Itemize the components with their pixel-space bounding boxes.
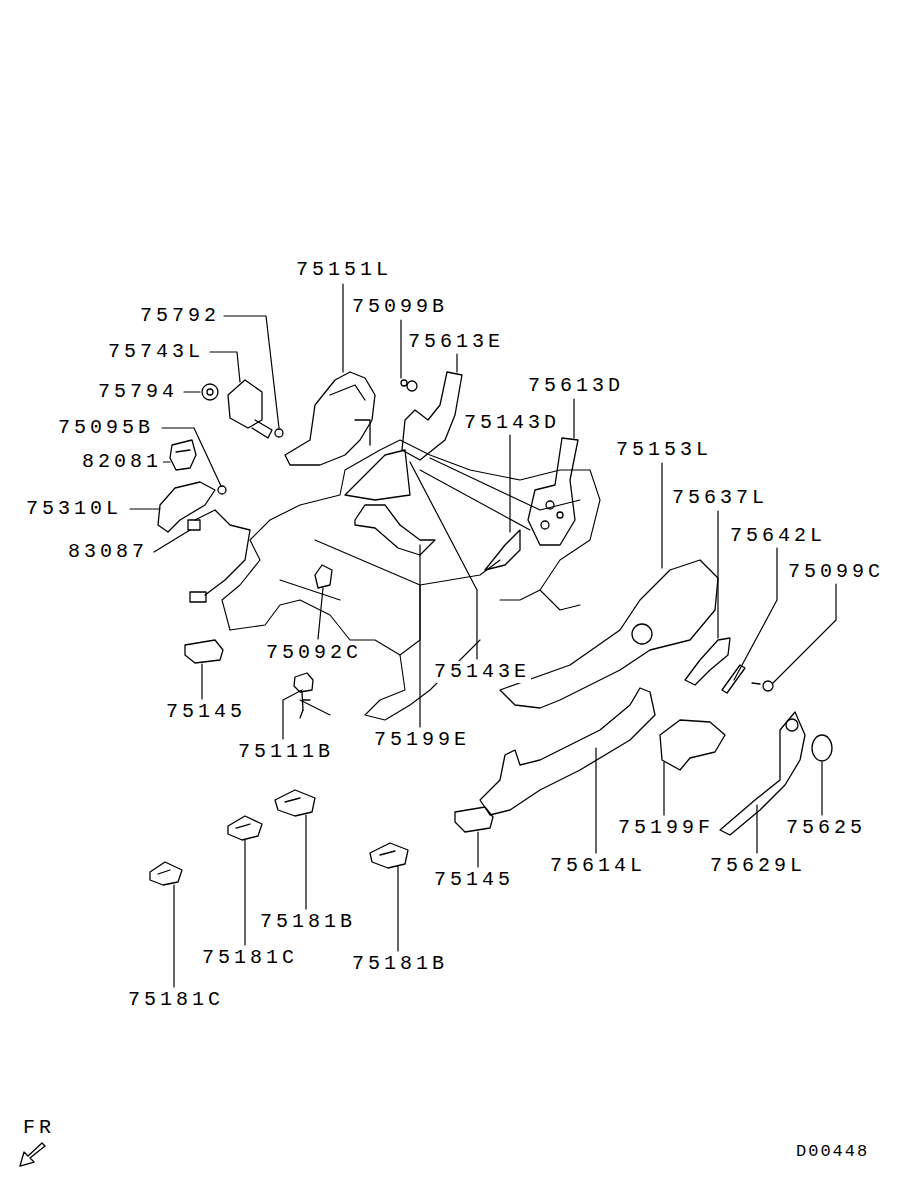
callout-number: 75151L <box>295 259 393 281</box>
callout-number: 75099B <box>351 296 449 318</box>
callout-number: 75613D <box>527 375 625 397</box>
callout-number: 75637L <box>671 487 769 509</box>
callout-number: 75099C <box>787 561 885 583</box>
leader-lines <box>130 284 836 987</box>
callout-number: 75111B <box>237 741 335 763</box>
callout-number: 75614L <box>549 855 647 877</box>
callout-number: 75613E <box>407 331 505 353</box>
callout-number: 75629L <box>709 855 807 877</box>
callout-number: 75181C <box>127 989 225 1011</box>
callout-number: 75143D <box>463 412 561 434</box>
callout-number: 75143E <box>433 661 531 683</box>
callout-number: 75625 <box>785 817 867 839</box>
figure-code: D00448 <box>795 1141 870 1163</box>
callout-number: 82081 <box>81 451 163 473</box>
callout-number: 75743L <box>107 341 205 363</box>
callout-number: 75145 <box>165 701 247 723</box>
callout-number: 75794 <box>97 381 179 403</box>
callout-number: 75181B <box>351 953 449 975</box>
callout-number: 75199F <box>617 817 715 839</box>
callout-number: 75181B <box>259 911 357 933</box>
callout-number: 75145 <box>433 869 515 891</box>
callout-number: 75199E <box>373 729 471 751</box>
direction-label: FR <box>22 1117 56 1139</box>
callout-number: 75642L <box>729 525 827 547</box>
callout-number: 75153L <box>615 439 713 461</box>
callout-number: 83087 <box>67 541 149 563</box>
callout-number: 75092C <box>265 642 363 664</box>
callout-number: 75792 <box>139 305 221 327</box>
seat-frame <box>222 440 600 720</box>
callout-number: 75095B <box>57 417 155 439</box>
callout-number: 75310L <box>25 498 123 520</box>
callout-number: 75181C <box>201 947 299 969</box>
